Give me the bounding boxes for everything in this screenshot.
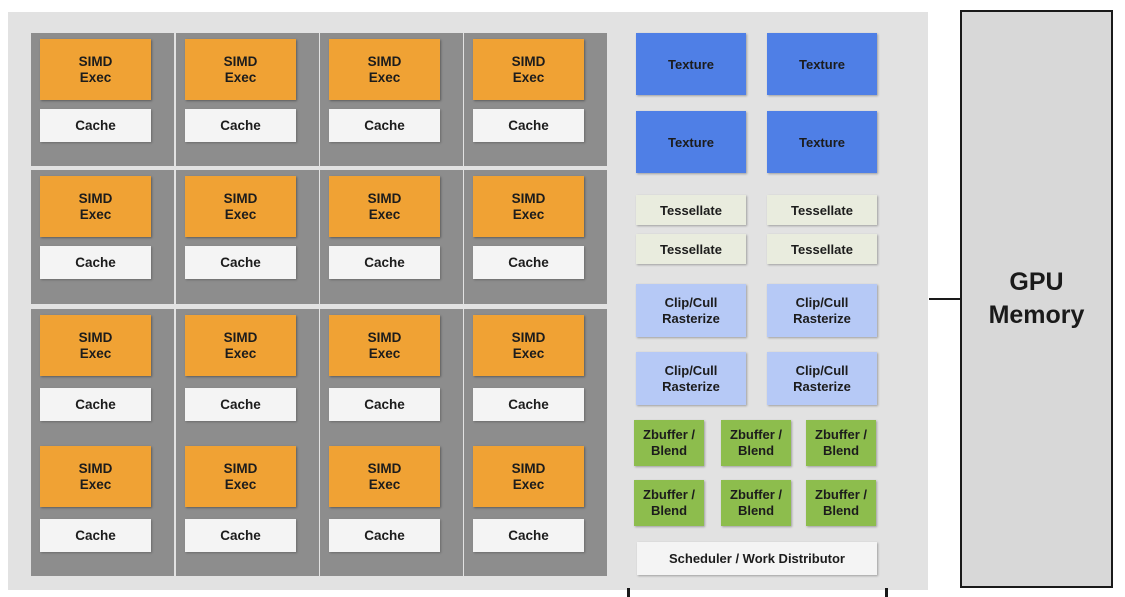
- texture-unit: Texture: [767, 33, 877, 95]
- cache-unit: Cache: [40, 109, 151, 142]
- cache-unit: Cache: [329, 246, 440, 279]
- simd-exec-unit: SIMD Exec: [473, 446, 584, 507]
- texture-unit: Texture: [767, 111, 877, 173]
- simd-exec-unit: SIMD Exec: [329, 315, 440, 376]
- zbuffer-blend-unit: Zbuffer / Blend: [806, 480, 876, 526]
- zbuffer-blend-unit: Zbuffer / Blend: [806, 420, 876, 466]
- tessellate-unit: Tessellate: [636, 195, 746, 225]
- bottom-tick-mark: [627, 588, 630, 597]
- simd-exec-unit: SIMD Exec: [185, 39, 296, 100]
- tessellate-unit: Tessellate: [767, 195, 877, 225]
- simd-exec-unit: SIMD Exec: [40, 446, 151, 507]
- zbuffer-blend-unit: Zbuffer / Blend: [634, 420, 704, 466]
- bottom-tick-mark: [885, 588, 888, 597]
- cache-unit: Cache: [185, 519, 296, 552]
- zbuffer-blend-unit: Zbuffer / Blend: [721, 480, 791, 526]
- simd-exec-unit: SIMD Exec: [329, 176, 440, 237]
- tessellate-unit: Tessellate: [636, 234, 746, 264]
- simd-exec-unit: SIMD Exec: [40, 176, 151, 237]
- texture-unit: Texture: [636, 33, 746, 95]
- scheduler-work-distributor: Scheduler / Work Distributor: [637, 542, 877, 575]
- simd-exec-unit: SIMD Exec: [473, 176, 584, 237]
- cache-unit: Cache: [473, 109, 584, 142]
- cache-unit: Cache: [329, 109, 440, 142]
- zbuffer-blend-unit: Zbuffer / Blend: [721, 420, 791, 466]
- simd-exec-unit: SIMD Exec: [40, 39, 151, 100]
- simd-exec-unit: SIMD Exec: [473, 39, 584, 100]
- cache-unit: Cache: [329, 519, 440, 552]
- cache-unit: Cache: [185, 109, 296, 142]
- cache-unit: Cache: [185, 388, 296, 421]
- clip-cull-rasterize-unit: Clip/Cull Rasterize: [767, 352, 877, 405]
- cache-unit: Cache: [185, 246, 296, 279]
- texture-unit: Texture: [636, 111, 746, 173]
- simd-exec-unit: SIMD Exec: [329, 39, 440, 100]
- cache-unit: Cache: [40, 246, 151, 279]
- cache-unit: Cache: [329, 388, 440, 421]
- simd-exec-unit: SIMD Exec: [473, 315, 584, 376]
- cache-unit: Cache: [40, 519, 151, 552]
- cache-unit: Cache: [473, 519, 584, 552]
- clip-cull-rasterize-unit: Clip/Cull Rasterize: [636, 352, 746, 405]
- cache-unit: Cache: [473, 388, 584, 421]
- clip-cull-rasterize-unit: Clip/Cull Rasterize: [636, 284, 746, 337]
- simd-exec-unit: SIMD Exec: [185, 446, 296, 507]
- tessellate-unit: Tessellate: [767, 234, 877, 264]
- cache-unit: Cache: [40, 388, 151, 421]
- memory-bus-connector: [929, 298, 960, 300]
- gpu-memory: GPU Memory: [960, 10, 1113, 588]
- zbuffer-blend-unit: Zbuffer / Blend: [634, 480, 704, 526]
- cache-unit: Cache: [473, 246, 584, 279]
- simd-exec-unit: SIMD Exec: [185, 315, 296, 376]
- clip-cull-rasterize-unit: Clip/Cull Rasterize: [767, 284, 877, 337]
- simd-exec-unit: SIMD Exec: [329, 446, 440, 507]
- simd-exec-unit: SIMD Exec: [185, 176, 296, 237]
- simd-exec-unit: SIMD Exec: [40, 315, 151, 376]
